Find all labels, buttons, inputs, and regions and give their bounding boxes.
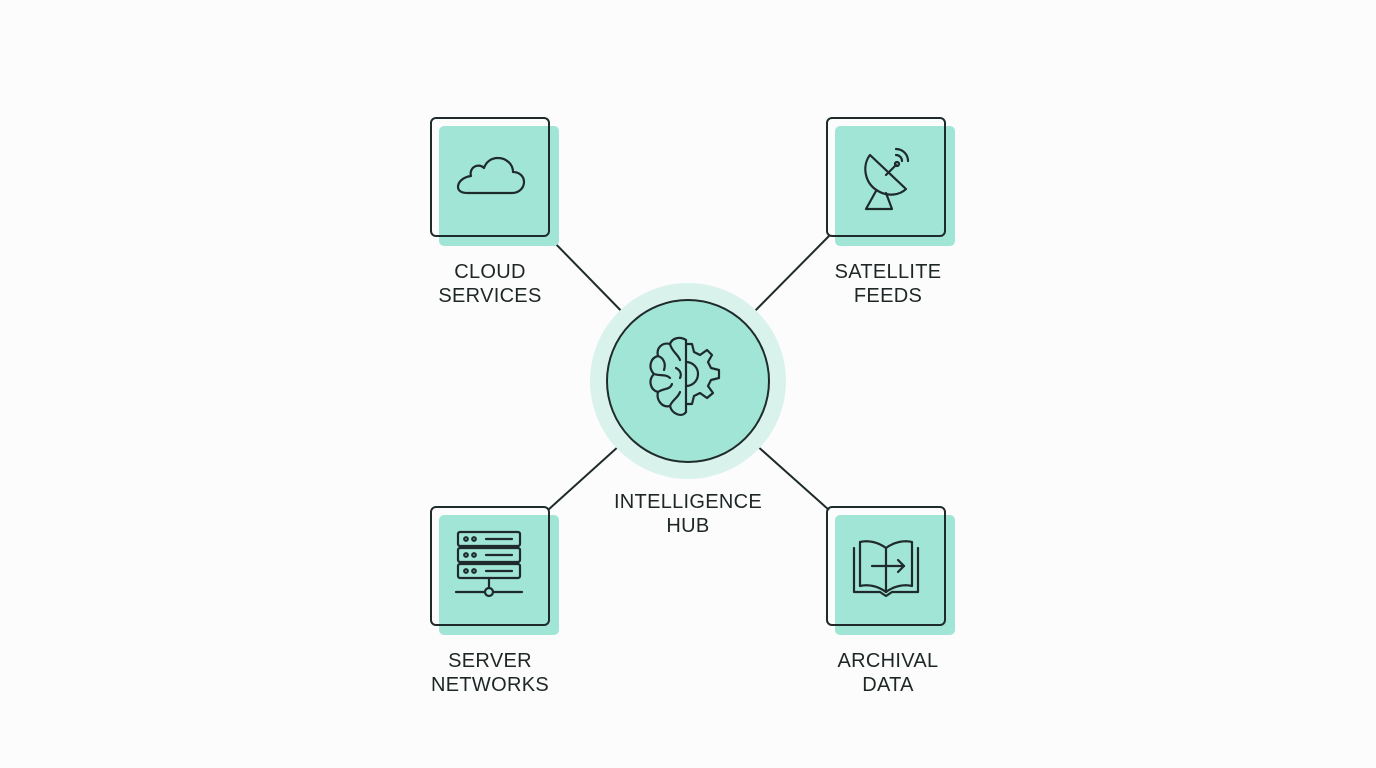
label-line2: SERVICES xyxy=(438,285,542,307)
cloud-icon xyxy=(456,156,526,195)
label-line2: FEEDS xyxy=(853,285,923,307)
brain-gear-icon xyxy=(649,336,721,416)
label-line2: DATA xyxy=(862,674,914,696)
label-line1: SERVER xyxy=(448,650,532,672)
node-frame xyxy=(826,117,946,237)
label-archival-data: ARCHIVAL DATA xyxy=(788,649,988,697)
hub-circle[interactable] xyxy=(606,299,770,463)
label-line1: SATELLITE xyxy=(834,261,942,283)
node-frame xyxy=(826,506,946,626)
hub-label: INTELLIGENCE HUB xyxy=(588,490,788,538)
label-server-networks: SERVER NETWORKS xyxy=(390,649,590,697)
label-cloud-services: CLOUD SERVICES xyxy=(390,260,590,308)
node-satellite-feeds[interactable] xyxy=(826,117,955,246)
label-line1: CLOUD xyxy=(454,261,526,283)
connector-satellite-hub xyxy=(743,235,830,323)
server-rack-icon xyxy=(454,530,524,598)
node-fill xyxy=(835,126,955,246)
connector-cloud-hub xyxy=(547,235,633,323)
hub-label-line2: HUB xyxy=(666,515,710,537)
label-satellite-feeds: SATELLITE FEEDS xyxy=(788,260,988,308)
node-frame xyxy=(430,117,550,237)
node-archival-data[interactable] xyxy=(826,506,955,635)
open-book-arrow-icon xyxy=(852,540,920,598)
node-server-networks[interactable] xyxy=(430,506,559,635)
satellite-dish-icon xyxy=(864,147,910,211)
hub-label-line1: INTELLIGENCE xyxy=(613,491,763,513)
node-cloud-services[interactable] xyxy=(430,117,559,246)
connector-archive-hub xyxy=(745,435,830,511)
label-line2: NETWORKS xyxy=(431,674,549,696)
node-frame xyxy=(430,506,550,626)
label-line1: ARCHIVAL xyxy=(837,650,939,672)
